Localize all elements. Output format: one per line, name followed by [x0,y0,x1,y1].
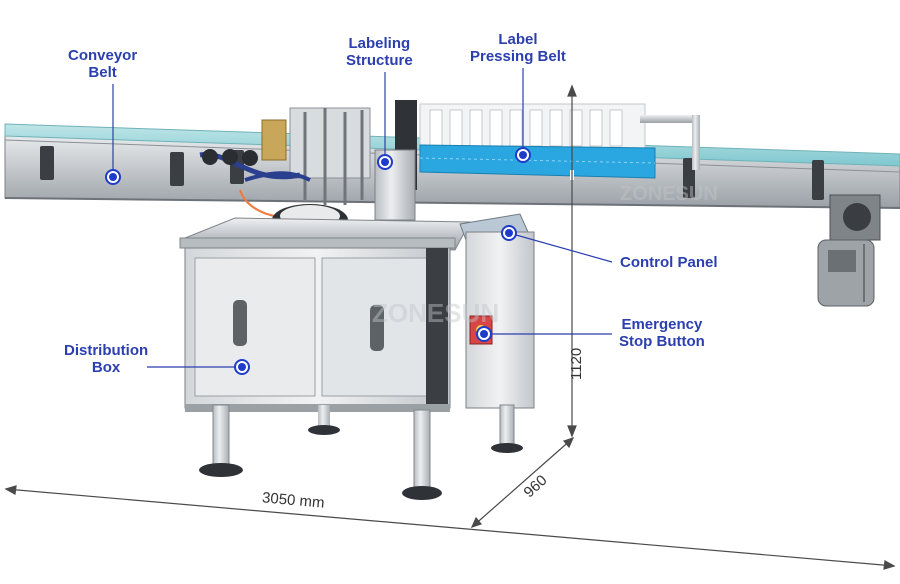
emergency-stop-label: Emergency Stop Button [619,316,705,350]
guide-brackets [40,146,824,200]
label-pressing-belt-label: Label Pressing Belt [470,31,566,65]
callout-leaders [112,68,613,368]
conveyor-motor [817,194,881,307]
conveyor-belt-label: Conveyor Belt [68,47,138,81]
distribution-box-label: Distribution Box [64,342,149,376]
callout-dots [105,147,531,375]
watermark-logo: ZONESUN [372,298,499,328]
machine-legs [199,404,523,500]
distribution-box [184,247,451,412]
label-pressing-belt [419,103,700,179]
watermark-logo-small: ZONESUN [620,183,718,205]
height-dimension: 1120 [568,347,585,380]
machine-table [179,217,471,251]
control-panel-label: Control Panel [620,254,718,271]
labeling-structure-label: Labeling Structure [346,35,413,69]
labeling-structure [199,100,417,236]
dimension-lines [4,84,896,570]
